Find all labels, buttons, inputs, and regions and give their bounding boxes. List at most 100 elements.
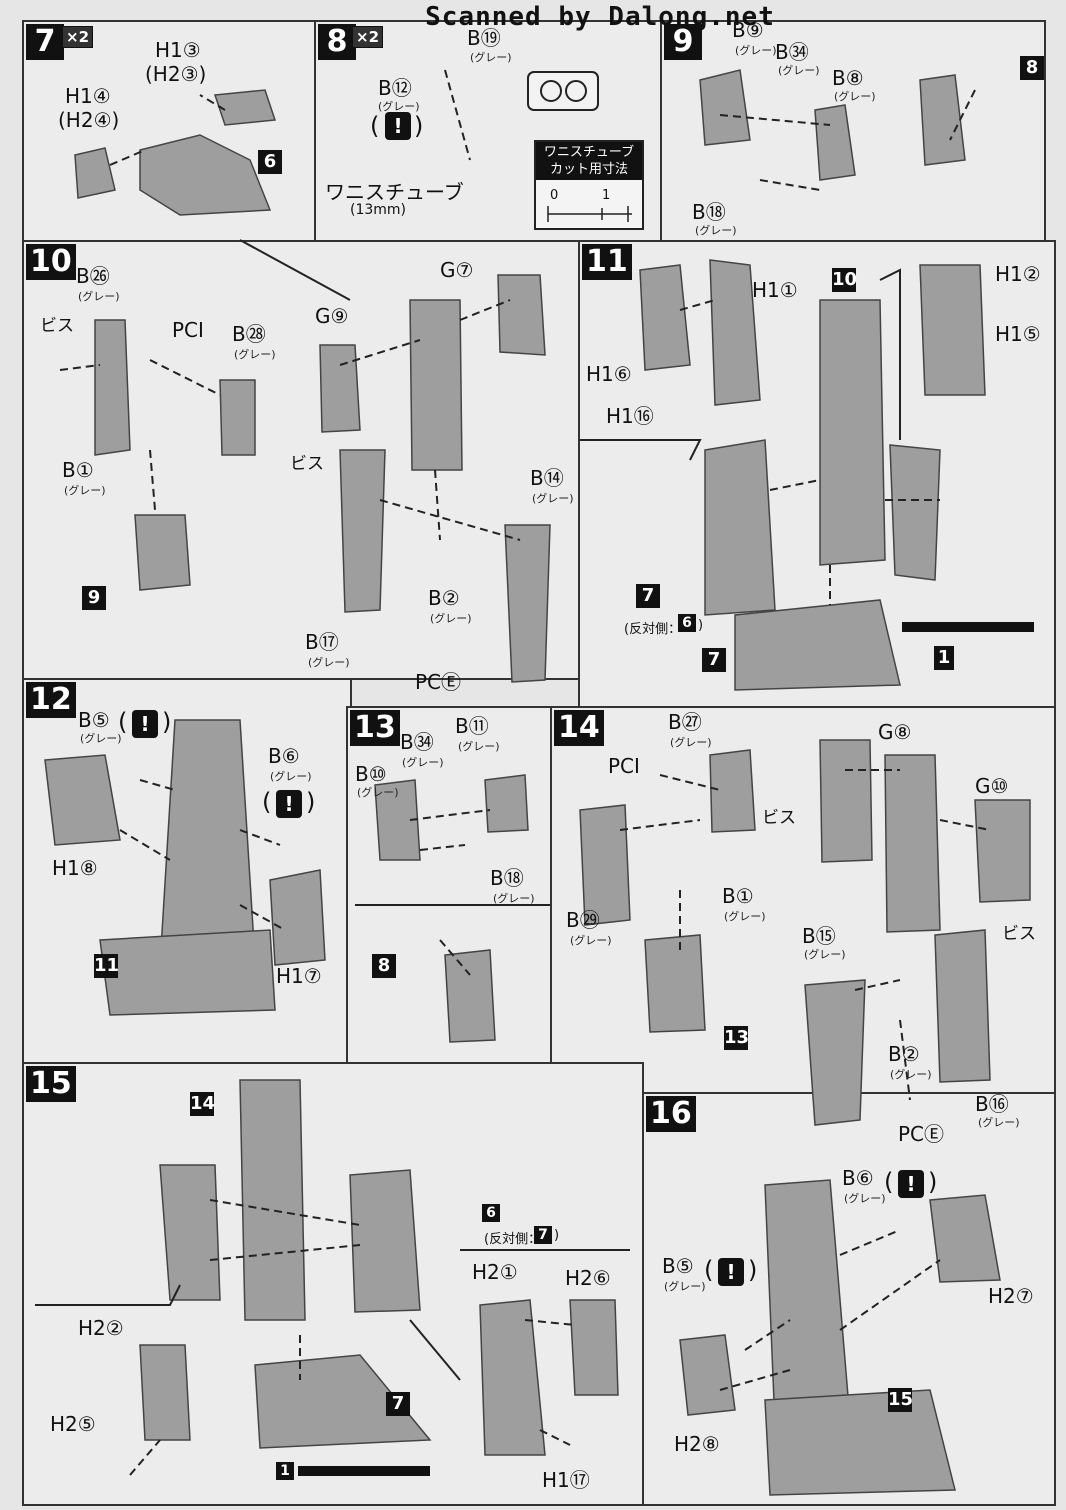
part-label: G⑩	[975, 774, 1009, 798]
step-number: 14	[554, 710, 604, 746]
part-label: (H2④)	[58, 108, 120, 132]
color-note: (グレー)	[378, 100, 420, 113]
step-number: 8	[318, 24, 356, 60]
paren: )	[414, 112, 424, 140]
part-label: ビス	[1002, 924, 1036, 944]
step-ref-badge: 8	[372, 954, 396, 978]
part-label: B㉖	[76, 264, 110, 288]
part-label: H2①	[472, 1260, 518, 1284]
part-label: B⑮	[802, 924, 836, 948]
color-note: (グレー)	[670, 736, 712, 749]
part-label: B⑱	[692, 200, 726, 224]
paren: )	[306, 788, 316, 816]
part-label: H1⑧	[52, 856, 98, 880]
part-label: B②	[428, 586, 460, 610]
color-note: (グレー)	[532, 492, 574, 505]
color-note: (グレー)	[978, 1116, 1020, 1129]
step-ref-badge: 6	[678, 614, 696, 632]
color-note: (グレー)	[430, 612, 472, 625]
part-label: ビス	[762, 808, 796, 828]
paren: (	[262, 788, 272, 816]
part-label: B⑭	[530, 466, 564, 490]
color-note: (グレー)	[890, 1068, 932, 1081]
step-ref-badge: 1	[276, 1462, 294, 1480]
color-note: (グレー)	[834, 90, 876, 103]
tube-length: (13mm)	[350, 202, 407, 218]
warning-icon: !	[385, 112, 411, 140]
step-ref-badge: 7	[534, 1226, 552, 1244]
paren: )	[162, 708, 172, 736]
step-ref-badge: 14	[190, 1092, 216, 1116]
cut-bar	[298, 1466, 430, 1476]
part-label: H1⑰	[542, 1468, 590, 1492]
color-note: (グレー)	[664, 1280, 706, 1293]
step-ref-badge: 6	[258, 150, 282, 174]
tube-cut-title: ワニスチューブ カット用寸法	[536, 142, 642, 180]
color-note: (グレー)	[844, 1192, 886, 1205]
part-label: (H2③)	[145, 62, 207, 86]
part-label: B⑨	[732, 18, 764, 42]
part-label: H2⑥	[565, 1266, 611, 1290]
part-label: B⑩	[355, 762, 387, 786]
part-label: G⑧	[878, 720, 912, 744]
step-ref-badge: 7	[702, 648, 726, 672]
paren: (	[370, 112, 380, 140]
part-label: H1⑥	[586, 362, 632, 386]
paren: )	[554, 1228, 560, 1243]
part-label: G⑨	[315, 304, 349, 328]
multiplier-badge: ×2	[62, 26, 94, 48]
color-note: (グレー)	[695, 224, 737, 237]
step-number: 10	[26, 244, 76, 280]
step-ref-badge: 6	[482, 1204, 500, 1222]
part-label: B㉘	[232, 322, 266, 346]
part-label: PCⅠ	[172, 318, 204, 342]
part-label: PCⒺ	[415, 670, 462, 694]
part-label: ワニスチューブ	[325, 180, 464, 204]
scale-one: 1	[602, 188, 611, 203]
part-label: H1⑯	[606, 404, 654, 428]
part-label: B⑲	[467, 26, 501, 50]
step-ref-badge: 7	[636, 584, 660, 608]
part-label: H1③	[155, 38, 201, 62]
color-note: (グレー)	[804, 948, 846, 961]
part-label: H2⑦	[988, 1284, 1034, 1308]
multiplier-badge: ×2	[352, 26, 384, 48]
paren: (	[704, 1256, 714, 1284]
part-label: B⑤	[662, 1254, 694, 1278]
part-label: H2⑧	[674, 1432, 720, 1456]
part-label: B⑧	[832, 66, 864, 90]
part-label: B㉞	[400, 730, 434, 754]
color-note: (グレー)	[64, 484, 106, 497]
opposite-side-note: (反対側：	[624, 622, 682, 637]
step-number: 16	[646, 1096, 696, 1132]
part-label: PCⅠ	[608, 754, 640, 778]
step-ref-badge: 1	[934, 646, 954, 670]
step-number: 15	[26, 1066, 76, 1102]
part-label: H1④	[65, 84, 111, 108]
ruler-icon	[547, 206, 632, 222]
step-ref-badge: 9	[82, 586, 106, 610]
paren: (	[884, 1168, 894, 1196]
scale-zero: 0	[550, 188, 559, 203]
part-label: H1⑤	[995, 322, 1041, 346]
color-note: (グレー)	[778, 64, 820, 77]
watermark: Scanned by Dalong.net	[425, 2, 775, 32]
part-label: B⑥	[268, 744, 300, 768]
part-label: B⑪	[455, 714, 489, 738]
step-number: 9	[664, 24, 702, 60]
paren: )	[698, 618, 704, 633]
step-ref-badge: 13	[724, 1026, 750, 1050]
part-label: PCⒺ	[898, 1122, 945, 1146]
color-note: (グレー)	[458, 740, 500, 753]
part-label: B⑤	[78, 708, 110, 732]
warning-icon: !	[898, 1170, 924, 1198]
tube-cross-section	[527, 71, 599, 111]
cut-bar	[902, 622, 1034, 632]
part-label: B㉙	[566, 908, 600, 932]
color-note: (グレー)	[270, 770, 312, 783]
step-10-panel	[22, 240, 580, 680]
paren: )	[928, 1168, 938, 1196]
part-label: B⑰	[305, 630, 339, 654]
tube-cut-guide: ワニスチューブ カット用寸法 0 1	[534, 140, 644, 230]
